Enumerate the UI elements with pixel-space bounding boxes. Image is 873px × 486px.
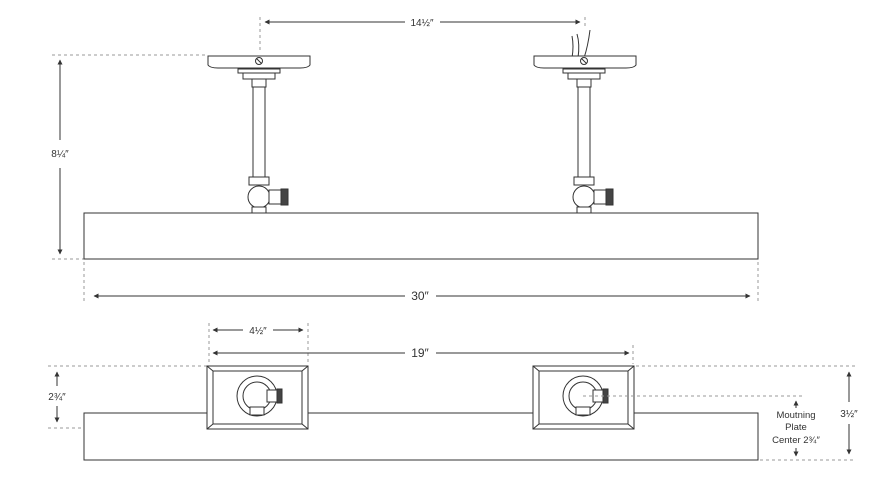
top-view: [48, 323, 856, 461]
label-note-line3: Center 2¾″: [772, 435, 820, 446]
top-light-bar: [83, 412, 759, 461]
label-dim-height: 8¼″: [51, 148, 69, 160]
right-mount-assembly: [533, 29, 637, 215]
dim-depth: [636, 365, 856, 461]
dim-spacing: [212, 345, 634, 364]
dim-top-span: [259, 17, 586, 52]
left-mounting-plate: [206, 365, 309, 430]
dim-width: [83, 262, 759, 302]
label-note-line1: Moutning: [776, 410, 815, 421]
dim-height: [52, 54, 207, 260]
label-note-line2: Plate: [785, 422, 807, 433]
dim-mount-center: [583, 395, 802, 457]
label-dim-plate-height: 2¾″: [48, 392, 66, 403]
label-dim-width: 30″: [411, 289, 429, 303]
label-dim-spacing: 19″: [411, 346, 429, 360]
front-view: [52, 17, 759, 302]
left-mount-assembly: [207, 55, 311, 215]
label-dim-plate-width: 4½″: [249, 326, 267, 337]
label-dim-top: 14½″: [410, 18, 433, 29]
front-light-bar: [83, 212, 759, 260]
dim-plate-width: [208, 323, 309, 364]
right-mounting-plate: [532, 365, 635, 430]
label-dim-depth: 3½″: [840, 409, 858, 420]
